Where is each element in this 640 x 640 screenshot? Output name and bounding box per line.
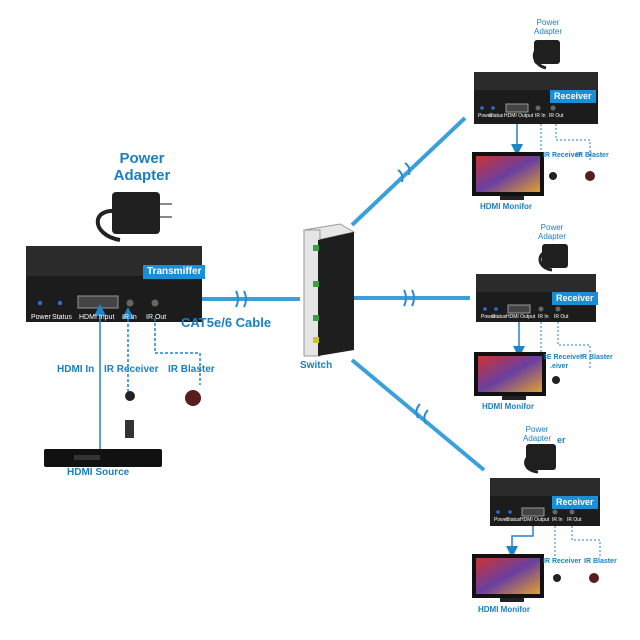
ir-blaster-label: IR Blaster bbox=[168, 364, 215, 375]
rx3-port-power: Power bbox=[494, 517, 509, 523]
power-adapter-label: Power Adapter bbox=[113, 150, 171, 185]
hdmi-source-label: HDMI Source bbox=[67, 467, 130, 478]
rx3-adapter-label: Power Adapter bbox=[522, 425, 552, 443]
receiver-3 bbox=[472, 444, 601, 602]
rx1-adapter-label: Power Adapter bbox=[533, 18, 563, 36]
ir-receiver-label: IR Receiver bbox=[104, 364, 159, 375]
rx1-badge: Receiver bbox=[550, 90, 596, 103]
receiver-2 bbox=[474, 244, 596, 400]
cable-switch-rx3 bbox=[350, 358, 486, 472]
transmitter-signal-lines bbox=[94, 304, 201, 450]
rx2-ir-receiver-label: 3E Receiver bbox=[543, 354, 583, 361]
rx3-ir-blaster-label: IR Blaster bbox=[584, 558, 617, 565]
switch-label: Switch bbox=[300, 360, 333, 371]
tx-port-power: Power bbox=[31, 314, 51, 321]
rx3-port-ir-in: IR In bbox=[552, 517, 563, 523]
rx1-monitor-label: HDMI Monifor bbox=[480, 202, 532, 211]
rx2-ir-blaster-label: IR Blaster bbox=[580, 354, 613, 361]
rx2-monitor-label: HDMI Monifor bbox=[482, 402, 534, 411]
rx1-port-ir-in: IR In bbox=[535, 113, 546, 119]
rx1-port-ir-out: IR Out bbox=[549, 113, 564, 119]
rx2-port-power: Power bbox=[481, 314, 496, 320]
ir-blaster-sensor bbox=[185, 390, 201, 406]
tx-port-status: Status bbox=[52, 314, 72, 321]
rx2-port-hdmi-output: HDMI Output bbox=[506, 314, 536, 320]
tx-port-ir-out: IR Out bbox=[146, 314, 167, 321]
rx1-ir-receiver-label: IR Receiver bbox=[543, 152, 582, 159]
rx1-ir-blaster-label: IR Blaster bbox=[576, 152, 609, 159]
hdmi-in-label: HDMI In bbox=[57, 364, 95, 375]
power-adapter-main bbox=[95, 192, 172, 242]
receiver-1 bbox=[472, 40, 598, 200]
rx2-extra-label: .eiver bbox=[550, 363, 569, 370]
rx3-monitor-label: HDMI Monifor bbox=[478, 605, 530, 614]
tx-port-hdmi-input: HDMI Input bbox=[79, 314, 115, 321]
rx3-extra-label: er bbox=[557, 435, 566, 445]
cable-break-marks bbox=[235, 162, 429, 425]
rx3-port-hdmi-output: HDMI Output bbox=[520, 517, 550, 523]
rx1-port-hdmi-output: HDMI Output bbox=[504, 113, 534, 119]
network-switch bbox=[302, 223, 356, 357]
rx2-port-status: Status bbox=[492, 314, 507, 320]
rx2-port-ir-out: IR Out bbox=[554, 314, 569, 320]
transmitter-badge: Transmiffer bbox=[143, 265, 206, 279]
rx1-port-power: Power bbox=[478, 113, 493, 119]
rx3-port-status: Status bbox=[506, 517, 521, 523]
rx3-badge: Receiver bbox=[552, 496, 598, 509]
rx2-adapter-label: Power Adapter bbox=[537, 223, 567, 241]
rx2-port-ir-in: IR In bbox=[538, 314, 549, 320]
rx2-badge: Receiver bbox=[552, 292, 598, 305]
ir-receiver-sensor bbox=[125, 391, 135, 438]
rx1-port-status: Status bbox=[489, 113, 504, 119]
tx-port-ir-in: IR In bbox=[122, 314, 137, 321]
hdmi-source-device bbox=[44, 449, 162, 467]
transmitter-unit bbox=[26, 246, 202, 322]
cable-label: CAT5e/6 Cable bbox=[181, 315, 272, 330]
network-cables bbox=[196, 116, 486, 472]
rx3-ir-receiver-label: IR Receiver bbox=[543, 558, 582, 565]
rx3-port-ir-out: IR Out bbox=[567, 517, 582, 523]
